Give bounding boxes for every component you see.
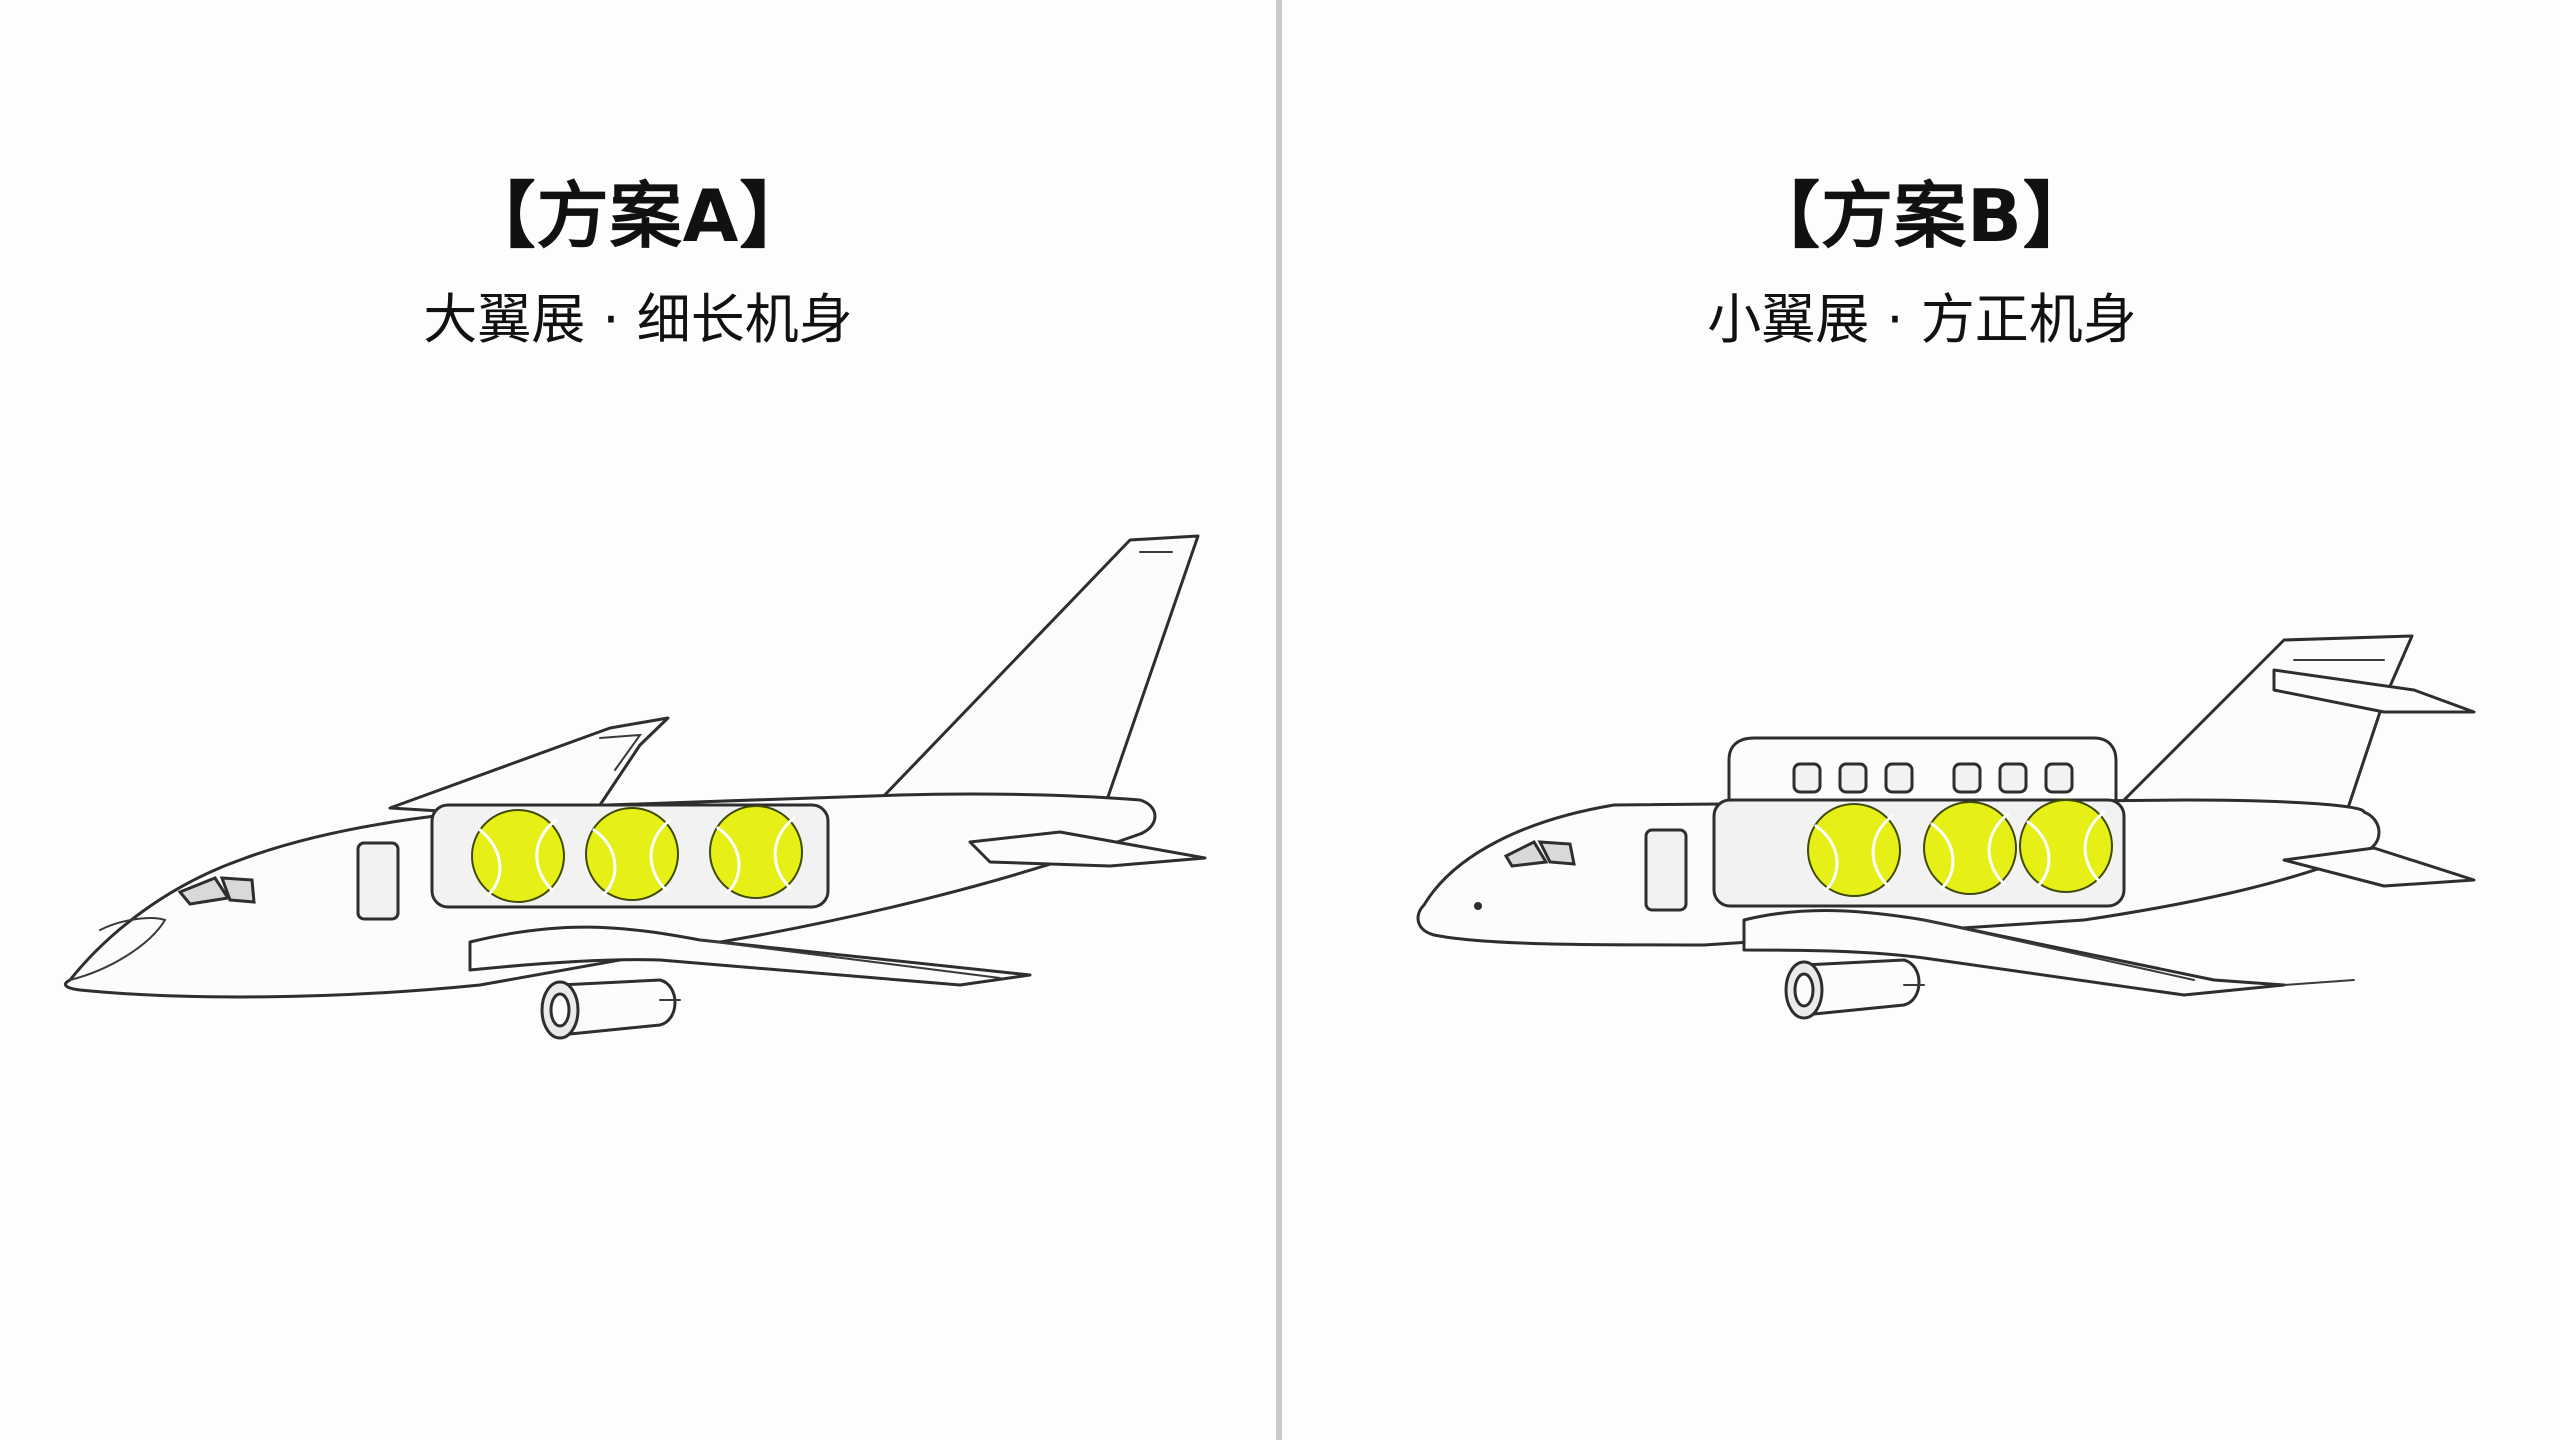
plan-a-door	[356, 841, 400, 921]
plan-b-upper-windows	[1792, 762, 2074, 794]
tennis-ball-icon	[471, 809, 565, 903]
plan-a-vertical-tail	[878, 534, 1200, 822]
plan-a-horizontal-stabilizer	[968, 830, 1207, 868]
plan-a-main-wing	[468, 925, 1032, 987]
tennis-ball-icon	[1807, 803, 1901, 897]
tennis-ball-icon	[2019, 799, 2113, 893]
tennis-ball-icon	[585, 807, 679, 901]
plan-b-main-wing	[1742, 909, 2286, 997]
tennis-ball-icon	[709, 805, 803, 899]
plan-a-title: 【方案A】	[463, 174, 813, 258]
plan-b-airplane-illustration	[1416, 634, 2476, 1020]
plan-b-door	[1644, 828, 1688, 912]
plan-b-cockpit-window	[1503, 840, 1549, 868]
plan-b-vertical-tail	[2122, 634, 2414, 822]
panel-divider	[1276, 0, 1282, 1440]
plan-b-panel: 【方案B】 小翼展 · 方正机身	[1284, 0, 2560, 1440]
plan-b-horizontal-stabilizer	[2272, 668, 2476, 714]
plan-a-panel: 【方案A】 大翼展 · 细长机身	[0, 0, 1276, 1440]
plan-a-engine	[558, 978, 677, 1037]
plan-b-nose-dot	[1474, 902, 1482, 910]
tennis-ball-icon	[1923, 801, 2017, 895]
plan-b-title: 【方案B】	[1748, 174, 2096, 258]
plan-a-airplane-illustration	[63, 534, 1207, 1040]
plan-b-subtitle: 小翼展 · 方正机身	[1707, 288, 2137, 351]
plan-a-subtitle: 大翼展 · 细长机身	[423, 288, 853, 351]
